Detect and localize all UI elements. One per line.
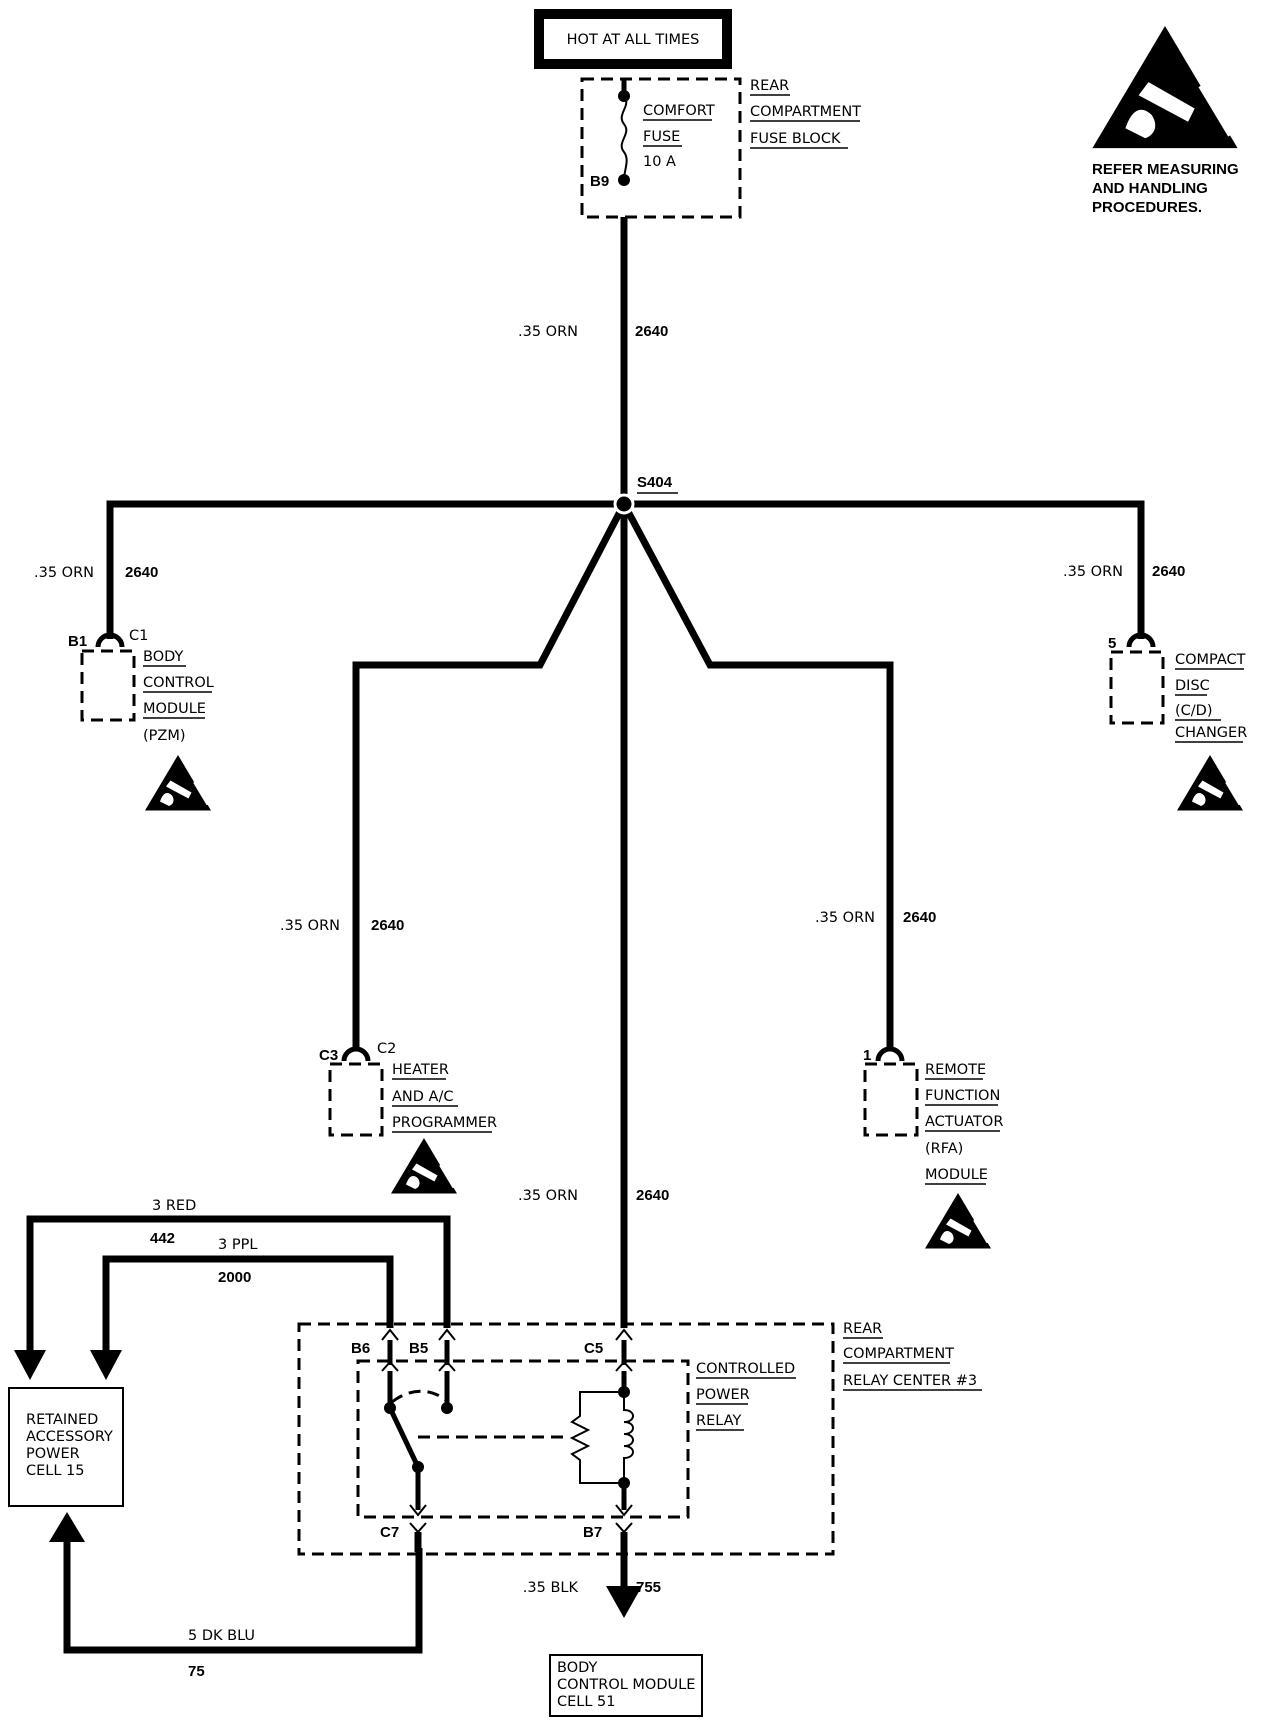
heater-ac-programmer: .35 ORN 2640 C3 C2 HEATER AND A/C PROGRA… [280,917,497,1195]
main-feed-wire: .35 ORN 2640 [518,217,668,504]
fuse-block-label-3: FUSE BLOCK [750,131,841,147]
fuse-block-label-2: COMPARTMENT [750,104,861,120]
cd-label-4: CHANGER [1175,725,1247,741]
splice-label: S404 [637,474,673,491]
splice-s404: S404 [106,474,1145,1328]
cd-wire-gauge: .35 ORN [1063,564,1123,580]
bcm-label-3: MODULE [143,701,206,717]
relay-label-2: POWER [696,1387,750,1403]
bcm-wire-circuit: 2640 [125,564,158,581]
blu-wire-circuit: 75 [188,1663,205,1680]
fuse-pin-b9: B9 [590,173,609,190]
center-wire: .35 ORN 2640 [518,1187,669,1204]
ppl-wire-gauge: 3 PPL [218,1237,257,1253]
center-wire-circuit: 2640 [636,1187,669,1204]
rear-relay-center: B6 B5 C5 C7 B7 CONTROLLED POWER RELAY RE… [297,1321,982,1588]
retained-label-1: RETAINED [26,1412,98,1428]
relay-pin-c7: C7 [380,1524,399,1541]
relay-center-label-1: REAR [843,1321,882,1337]
retained-label-3: POWER [26,1446,80,1462]
rfa-pin: 1 [863,1047,871,1064]
relay-label-3: RELAY [696,1413,741,1429]
blk-wire: .35 BLK 755 [523,1579,661,1618]
bcm-label-4: (PZM) [143,728,186,744]
hvac-conn: C2 [377,1041,396,1057]
fuse-label-2: FUSE [643,129,680,145]
rfa-label-2: FUNCTION [925,1088,1000,1104]
hvac-label-1: HEATER [392,1062,449,1078]
rfa-wire-gauge: .35 ORN [815,910,875,926]
red-wire-gauge: 3 RED [152,1198,196,1214]
hvac-label-2: AND A/C [392,1089,453,1105]
blk-wire-circuit: 755 [636,1579,661,1596]
bcm-conn: C1 [129,628,148,644]
esd-warning-icon [1092,26,1237,148]
main-wire-circuit: 2640 [635,323,668,340]
fuse-label-3: 10 A [643,154,676,170]
bcm-label-1: BODY [143,649,183,665]
rfa-label-4: (RFA) [925,1141,963,1157]
fuse-label-1: COMFORT [643,103,715,119]
hvac-label-3: PROGRAMMER [392,1115,497,1131]
remote-function-actuator: .35 ORN 2640 1 REMOTE FUNCTION ACTUATOR … [815,909,1003,1250]
cd-label-2: DISC [1175,678,1210,694]
hvac-esd-icon [389,1136,459,1195]
relay-pin-b6: B6 [351,1340,370,1357]
relay-center-label-3: RELAY CENTER #3 [843,1373,977,1389]
rfa-label-1: REMOTE [925,1062,986,1078]
esd-line-1: REFER MEASURING [1092,161,1239,178]
dk-blu-wire: 5 DK BLU 75 [49,1512,423,1680]
cd-esd-icon [1175,753,1245,812]
relay-pin-c5: C5 [584,1340,603,1357]
relay-label-1: CONTROLLED [696,1361,795,1377]
relay-pin-b5: B5 [409,1340,428,1357]
hvac-pin: C3 [319,1047,338,1064]
cd-wire-circuit: 2640 [1152,563,1185,580]
blu-wire-gauge: 5 DK BLU [188,1628,255,1644]
bcm-esd-icon [143,753,213,812]
bcm-cell-label-3: CELL 51 [557,1694,616,1710]
esd-line-2: AND HANDLING [1092,180,1208,197]
blk-wire-gauge: .35 BLK [523,1580,579,1596]
rear-fuse-block: B9 COMFORT FUSE 10 A REAR COMPARTMENT FU… [580,77,861,219]
ppl-wire-circuit: 2000 [218,1269,251,1286]
body-control-module: .35 ORN 2640 B1 C1 BODY CONTROL MODULE (… [34,564,214,812]
cd-label-3: (C/D) [1175,703,1213,719]
retained-accessory-power-box: RETAINED ACCESSORY POWER CELL 15 [8,1387,124,1507]
bcm-wire-gauge: .35 ORN [34,565,94,581]
retained-label-2: ACCESSORY [26,1429,113,1445]
fuse-block-label-1: REAR [750,78,789,94]
red-wire-circuit: 442 [150,1230,175,1247]
retained-label-4: CELL 15 [26,1463,85,1479]
hot-at-all-times-label: HOT AT ALL TIMES [567,32,700,48]
main-wire-gauge: .35 ORN [518,324,578,340]
rfa-label-3: ACTUATOR [925,1114,1003,1130]
hvac-wire-circuit: 2640 [371,917,404,934]
relay-pin-b7: B7 [583,1524,602,1541]
rfa-esd-icon [923,1191,993,1250]
relay-center-label-2: COMPARTMENT [843,1346,954,1362]
esd-line-3: PROCEDURES. [1092,199,1202,216]
rfa-label-5: MODULE [925,1167,988,1183]
red-ppl-wires: 3 RED 442 3 PPL 2000 [14,1198,451,1380]
bcm-label-2: CONTROL [143,675,214,691]
hot-at-all-times-box: HOT AT ALL TIMES [534,9,732,69]
hvac-wire-gauge: .35 ORN [280,918,340,934]
rfa-wire-circuit: 2640 [903,909,936,926]
bcm-pin: B1 [68,633,87,650]
center-wire-gauge: .35 ORN [518,1188,578,1204]
bcm-cell-51-box: BODY CONTROL MODULE CELL 51 [549,1654,703,1717]
esd-warning: REFER MEASURING AND HANDLING PROCEDURES. [1092,26,1239,216]
bcm-cell-label-1: BODY [557,1660,597,1676]
cd-pin: 5 [1108,635,1116,652]
cd-label-1: COMPACT [1175,652,1246,668]
compact-disc-changer: .35 ORN 2640 5 COMPACT DISC (C/D) CHANGE… [1063,563,1247,812]
bcm-cell-label-2: CONTROL MODULE [557,1677,695,1693]
